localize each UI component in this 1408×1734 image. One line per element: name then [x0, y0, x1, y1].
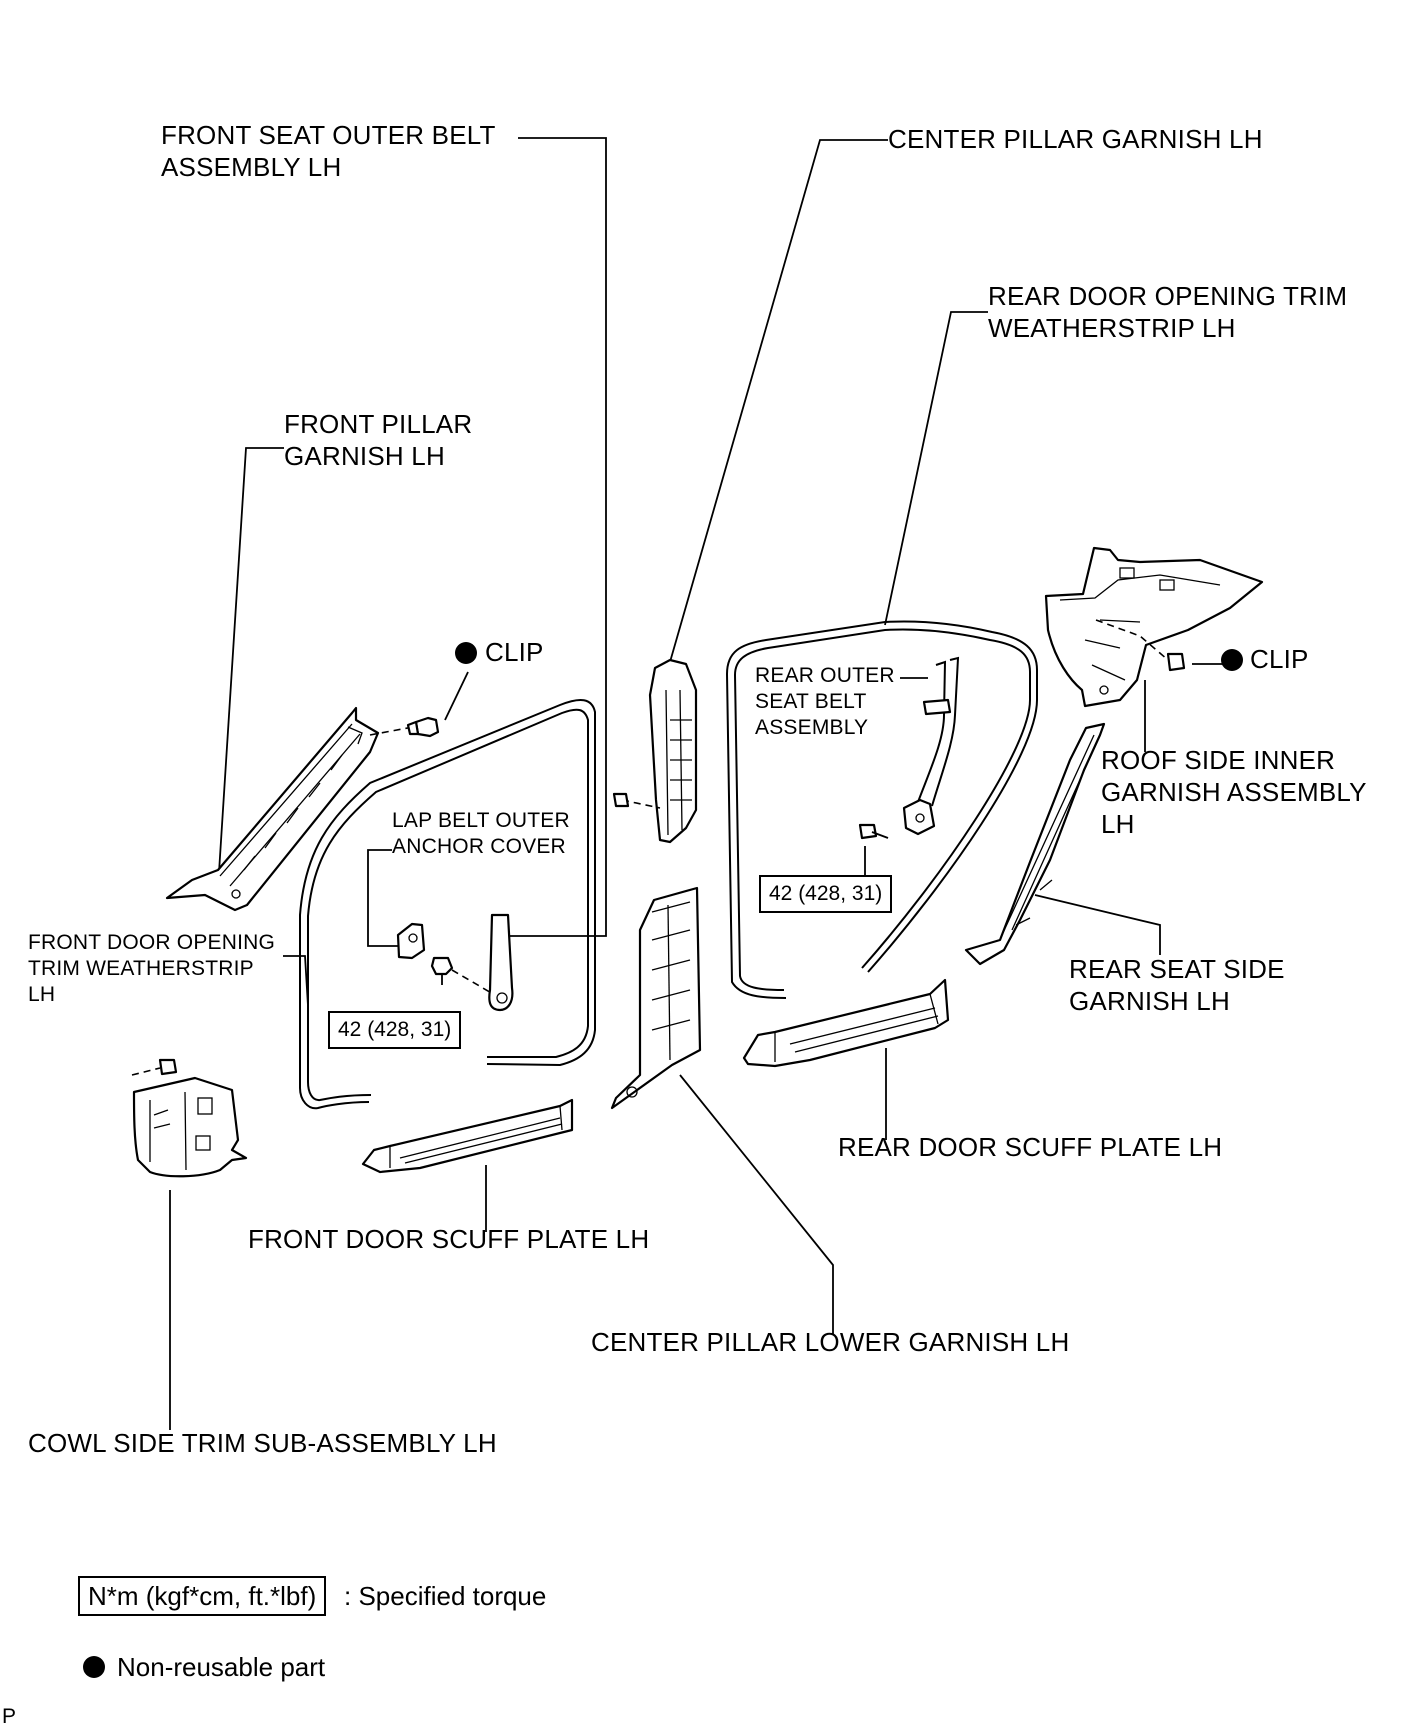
label-roof-side-inner-garnish-assembly: ROOF SIDE INNER GARNISH ASSEMBLY LH [1101, 745, 1367, 839]
label-rear-door-scuff-plate: REAR DOOR SCUFF PLATE LH [838, 1132, 1223, 1162]
label-lap-belt-outer-anchor-cover: LAP BELT OUTER ANCHOR COVER [392, 809, 570, 858]
center-pillar-lower-garnish-part [610, 886, 702, 1110]
label-front-door-opening-trim-weatherstrip: FRONT DOOR OPENING TRIM WEATHERSTRIP LH [28, 931, 276, 1006]
label-clip-left: CLIP [485, 637, 544, 667]
rear-door-opening-trim-weatherstrip-part [725, 620, 1038, 999]
legend-nonreusable-part: Non-reusable part [117, 1652, 326, 1682]
legend-torque-unit-box: N*m (kgf*cm, ft.*lbf) [78, 1576, 327, 1616]
label-rear-outer-seat-belt-assembly: REAR OUTER SEAT BELT ASSEMBLY [755, 664, 895, 739]
rear-seat-side-garnish-part [964, 722, 1106, 966]
label-front-pillar-garnish: FRONT PILLAR GARNISH LH [284, 409, 473, 471]
front-door-opening-trim-weatherstrip-part [299, 699, 596, 1110]
front-seat-outer-belt-part [488, 913, 514, 1012]
label-rear-seat-side-garnish: REAR SEAT SIDE GARNISH LH [1069, 954, 1285, 1016]
rear-outer-seat-belt-part [858, 656, 960, 840]
torque-box-front: 42 (428, 31) [328, 1011, 462, 1049]
label-rear-door-opening-trim-weatherstrip: REAR DOOR OPENING TRIM WEATHERSTRIP LH [988, 281, 1348, 343]
clip-left-part [369, 716, 440, 738]
legend-specified-torque: : Specified torque [344, 1581, 547, 1611]
front-pillar-garnish-part [165, 706, 380, 912]
front-bolt-part [430, 956, 501, 999]
leader-lines [169, 137, 1226, 1430]
label-clip-right: CLIP [1250, 644, 1309, 674]
label-front-seat-outer-belt-assembly: FRONT SEAT OUTER BELT ASSEMBLY LH [161, 120, 496, 182]
roof-side-inner-garnish-part [1044, 546, 1264, 708]
label-center-pillar-lower-garnish: CENTER PILLAR LOWER GARNISH LH [591, 1327, 1070, 1357]
label-center-pillar-garnish: CENTER PILLAR GARNISH LH [888, 124, 1263, 154]
label-front-door-scuff-plate: FRONT DOOR SCUFF PLATE LH [248, 1224, 650, 1254]
lap-belt-outer-anchor-cover-part [396, 922, 426, 960]
nonreusable-marker-icon [455, 642, 477, 664]
cowl-side-trim-part [131, 1058, 248, 1178]
center-pillar-garnish-part [612, 658, 698, 844]
torque-box-rear: 42 (428, 31) [759, 875, 893, 913]
label-cowl-side-trim-sub-assembly: COWL SIDE TRIM SUB-ASSEMBLY LH [28, 1428, 497, 1458]
front-door-scuff-plate-part [361, 1098, 574, 1174]
legend-nonreusable-icon [83, 1656, 105, 1678]
corner-mark: P [2, 1705, 17, 1728]
rear-door-scuff-plate-part [742, 978, 950, 1068]
nonreusable-marker-icon [1221, 649, 1243, 671]
